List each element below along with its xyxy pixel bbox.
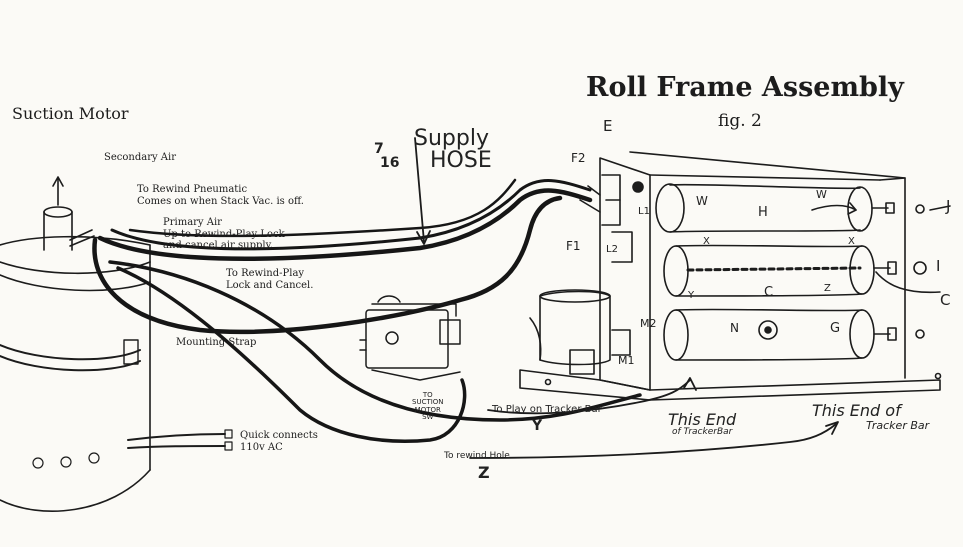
letter-w-left: W [696, 194, 708, 208]
hose-fraction-bottom: 16 [380, 155, 400, 171]
primary-air-label: Primary Air Up to Rewind-Play Lock and c… [163, 217, 285, 252]
letter-j: J [946, 197, 951, 215]
this-end-1-label: This End of TrackerBar [668, 412, 736, 437]
letter-c-right: C [940, 291, 951, 309]
rewind-pneumatic-line1: To Rewind Pneumatic [137, 184, 248, 195]
stack-switch [359, 295, 461, 381]
rewind-play-lock-label: To Rewind-Play Lock and Cancel. [226, 268, 313, 291]
letter-x-right: X [848, 236, 855, 247]
supply-hose-label: Supply HOSE [414, 128, 492, 172]
rewind-pneumatic-label: To Rewind Pneumatic Comes on when Stack … [137, 184, 304, 207]
hoses [92, 178, 642, 443]
to-rewind-hole-label: To rewind Hole [444, 451, 510, 461]
to-suction-motor-switch-label: TO SUCTION MOTOR SW [412, 391, 444, 422]
rewind-play-lock-line1: To Rewind-Play [226, 268, 305, 279]
letter-n: N [730, 321, 739, 335]
letter-g: G [830, 321, 841, 336]
letter-y-frame: Y [688, 290, 695, 301]
letter-l2: L2 [606, 244, 618, 255]
rewind-play-lock-line2: Lock and Cancel. [226, 279, 314, 291]
hose-fraction-top: 7 [374, 141, 384, 157]
leader-lines [414, 137, 839, 459]
letter-f2: F2 [571, 151, 586, 165]
letter-f1: F1 [566, 239, 581, 253]
supply-hose-line1: Supply [414, 126, 489, 151]
primary-air-line1: Primary Air [163, 217, 222, 228]
letter-i: I [936, 257, 941, 275]
letter-y-bottom: Y [532, 418, 543, 434]
letter-w-right: W [816, 188, 827, 201]
letter-c-middle: C [764, 285, 774, 300]
this-end-2-line2: Tracker Bar [866, 418, 930, 432]
this-end-2-line1: This End of [812, 401, 901, 420]
to-suction-line2: SUCTION [412, 398, 444, 407]
letter-z-frame: Z [824, 283, 831, 294]
to-suction-line3: MOTOR [414, 405, 441, 414]
letter-m2: M2 [640, 317, 657, 330]
letter-l1: L1 [638, 206, 650, 217]
rewind-pneumatic-line2: Comes on when Stack Vac. is off. [137, 195, 304, 207]
suction-motor-title: Suction Motor [12, 104, 129, 123]
secondary-air-label: Secondary Air [104, 152, 177, 163]
supply-hose-line2: HOSE [430, 148, 492, 173]
quick-connects-line1: Quick connects [240, 430, 318, 441]
suction-motor [0, 176, 233, 512]
page-title: Roll Frame Assembly [586, 72, 904, 103]
quick-connects-line2: 110v AC [240, 441, 283, 453]
roll-frame [519, 151, 951, 401]
hose-size-fraction: 7 16 [374, 142, 399, 170]
this-end-2-label: This End of Tracker Bar [812, 402, 929, 432]
quick-connects-label: Quick connects 110v AC [240, 430, 318, 453]
mounting-strap-label: Mounting Strap [176, 337, 257, 348]
to-play-tracker-label: To Play on Tracker Bar [492, 404, 602, 415]
to-suction-line4: SW [422, 413, 434, 422]
letter-m1: M1 [618, 354, 635, 367]
letter-x-left: X [703, 236, 710, 247]
primary-air-line3: and cancel air supply. [163, 240, 274, 251]
letter-e: E [603, 117, 613, 135]
primary-air-line2: Up to Rewind-Play Lock [163, 228, 285, 240]
letter-h: H [758, 205, 768, 220]
letter-z-bottom: Z [478, 463, 490, 482]
figure-number: fig. 2 [718, 111, 762, 131]
to-suction-line1: TO [422, 391, 433, 399]
this-end-1-line2: of TrackerBar [672, 427, 733, 437]
this-end-1-line1: This End [668, 410, 737, 429]
